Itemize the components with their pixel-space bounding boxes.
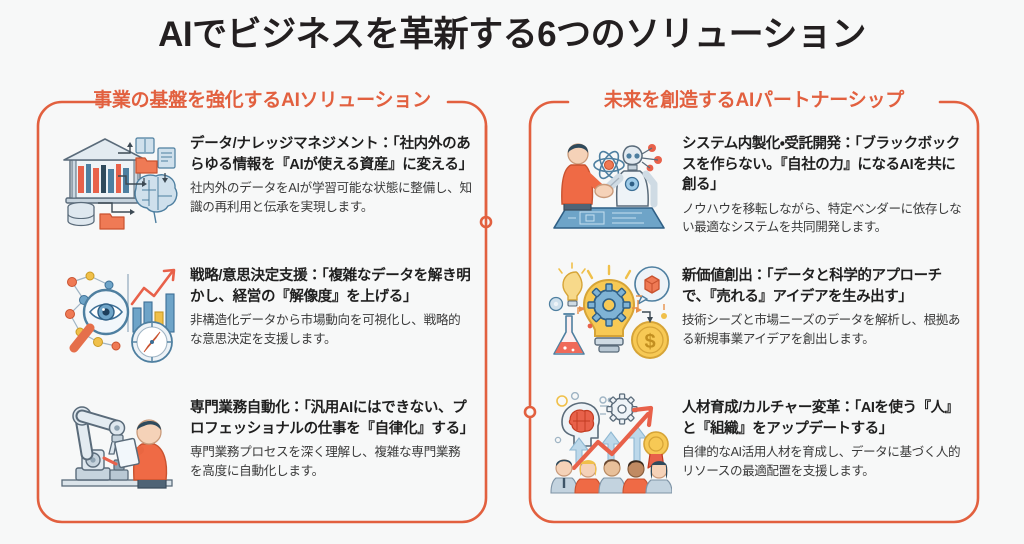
- robot-arm-operator-icon: [54, 392, 180, 496]
- svg-text:$: $: [644, 331, 655, 353]
- list-item-text: 専門業務自動化：「汎用AIにはできない、プロフェッショナルの仕事を『自律化』する…: [190, 392, 474, 480]
- list-item-text: システム内製化・受託開発：「ブラックボックスを作らない。『自社の力』になるAIを…: [682, 128, 964, 237]
- list-item: データ/ナレッジマネジメント：「社内外のあらゆる情報を『AIが使える資産』に変え…: [36, 128, 488, 260]
- list-item-description: 技術シーズと市場ニーズのデータを解析し、根拠ある新規事業アイデアを創出します。: [682, 313, 961, 346]
- list-item: システム内製化・受託開発：「ブラックボックスを作らない。『自社の力』になるAIを…: [528, 128, 980, 260]
- list-item-text: 戦略/意思決定支援：「複雑なデータを解き明かし、経営の『解像度』を上げる」 非構…: [190, 260, 472, 348]
- list-item-heading: システム内製化・受託開発：「ブラックボックスを作らない。『自社の力』になるAIを…: [682, 136, 960, 193]
- human-robot-handshake-icon: [546, 128, 672, 232]
- column-right: 未来を創造するAIパートナーシップ: [523, 90, 980, 524]
- library-knowledge-brain-icon: [54, 128, 180, 232]
- list-item-heading: 人材育成/カルチャー変革：「AIを使う『人』と『組織』をアップデートする」: [682, 400, 959, 437]
- list-item-heading: データ/ナレッジマネジメント：「社内外のあらゆる情報を『AIが使える資産』に変え…: [190, 136, 473, 173]
- list-item-text: データ/ナレッジマネジメント：「社内外のあらゆる情報を『AIが使える資産』に変え…: [190, 128, 473, 216]
- page-title: AIでビジネスを革新する6つのソリューション: [158, 15, 866, 54]
- list-item: 戦略/意思決定支援：「複雑なデータを解き明かし、経営の『解像度』を上げる」 非構…: [36, 260, 488, 392]
- list-item-heading: 新価値創出：「データと科学的アプローチで、『売れる』アイデアを生み出す」: [682, 268, 942, 305]
- list-item-description: 専門業務プロセスを深く理解し、複雑な専門業務を高度に自動化します。: [190, 445, 461, 478]
- list-item-heading: 戦略/意思決定支援：「複雑なデータを解き明かし、経営の『解像度』を上げる」: [190, 268, 471, 305]
- list-item-text: 人材育成/カルチャー変革：「AIを使う『人』と『組織』をアップデートする」 自律…: [682, 392, 964, 480]
- column-left-header: 事業の基盤を強化するAIソリューション: [93, 90, 431, 111]
- list-item: 人材育成/カルチャー変革：「AIを使う『人』と『組織』をアップデートする」 自律…: [528, 392, 980, 524]
- list-item-description: 非構造化データから市場動向を可視化し、戦略的な意思決定を支援します。: [190, 313, 461, 346]
- list-item-description: 社内外のデータをAIが学習可能な状態に整備し、知識の再利用と伝承を実現します。: [190, 181, 472, 214]
- column-right-header: 未来を創造するAIパートナーシップ: [603, 90, 905, 111]
- list-item-description: 自律的なAI活用人材を育成し、データに基づく人的リソースの最適配置を支援します。: [682, 445, 961, 478]
- list-item: $: [528, 260, 980, 392]
- column-right-items: システム内製化・受託開発：「ブラックボックスを作らない。『自社の力』になるAIを…: [528, 128, 980, 524]
- lightbulb-gear-innovation-icon: $: [546, 260, 672, 364]
- list-item: 専門業務自動化：「汎用AIにはできない、プロフェッショナルの仕事を『自律化』する…: [36, 392, 488, 524]
- magnifier-eye-analytics-icon: [54, 260, 180, 364]
- list-item-heading: 専門業務自動化：「汎用AIにはできない、プロフェッショナルの仕事を『自律化』する…: [190, 400, 474, 437]
- column-left: 事業の基盤を強化するAIソリューション: [36, 90, 493, 524]
- people-growth-culture-icon: [546, 392, 672, 496]
- list-item-text: 新価値創出：「データと科学的アプローチで、『売れる』アイデアを生み出す」 技術シ…: [682, 260, 964, 348]
- list-item-description: ノウハウを移転しながら、特定ベンダーに依存しない最適なシステムを共同開発します。: [682, 201, 962, 235]
- column-left-items: データ/ナレッジマネジメント：「社内外のあらゆる情報を『AIが使える資産』に変え…: [36, 128, 488, 524]
